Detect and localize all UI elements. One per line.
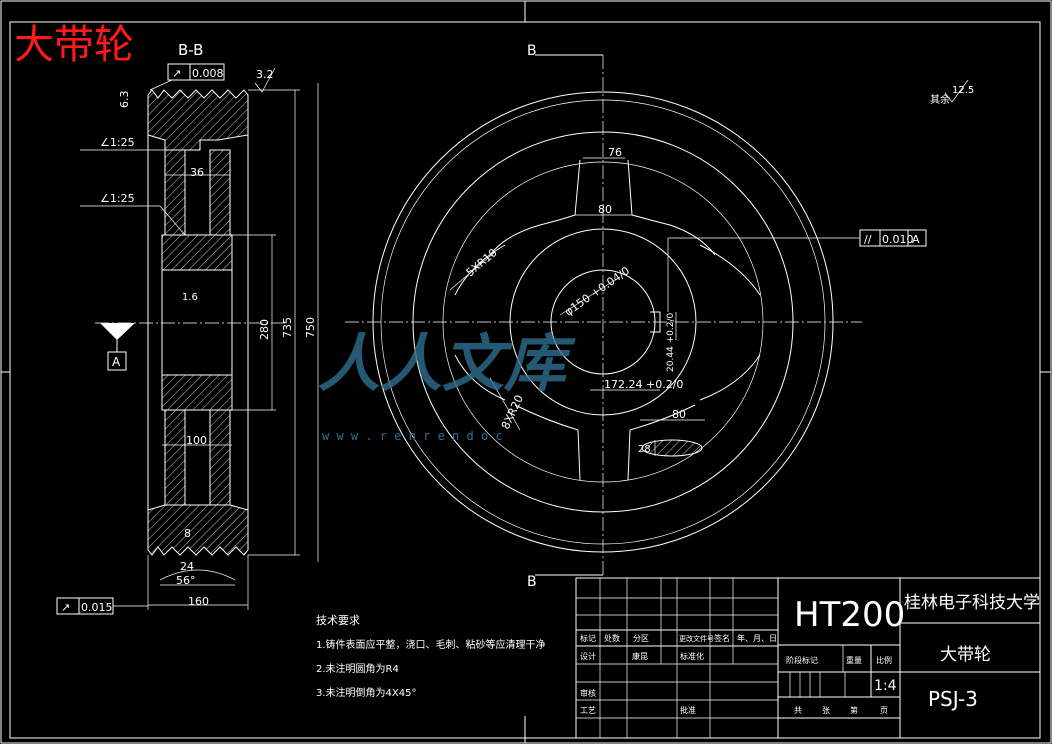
dim-bore-rough: 1.6 [182,292,198,303]
dim-750: 750 [304,317,317,338]
material: HT200 [794,595,905,635]
weight-label: 重量 [846,655,862,665]
drawing-name: 大带轮 [940,645,991,665]
section-label: B-B [178,41,203,59]
front-view [345,54,969,576]
watermark-logo: 人人文库 [318,327,576,400]
dim-76: 76 [608,146,622,159]
taper-1: ∠1:25 [100,136,135,149]
groove-roughness: 6.3 [118,91,131,109]
taper-2: ∠1:25 [100,192,135,205]
approve-label: 批准 [680,705,696,715]
process-label: 工艺 [580,706,596,715]
tech-req-item-2: 2.未注明圆角为R4 [316,662,399,675]
cut-mark-bottom: B [527,574,537,590]
title-block [575,577,1041,739]
datum-a-label: A [112,355,121,369]
watermark-url: w w w . r e n r e n d o c [322,429,503,443]
dim-24: 24 [180,560,194,573]
dim-735: 735 [281,317,294,338]
other-roughness-value: 12.5 [952,85,974,96]
dim-5xr10: 5XR10 [464,246,500,279]
bottom-runout-value: 0.015 [81,601,113,614]
cut-mark-top: B [527,43,537,59]
tech-req-item-1: 1.铸件表面应平整，浇口、毛刺、粘砂等应清理干净 [316,638,546,651]
scale-label: 比例 [876,655,892,665]
stage-label: 阶段标记 [786,655,818,665]
dim-28: 28 [638,444,651,455]
row-label-zone: 分区 [633,634,649,643]
dim-80-bottom: 80 [672,408,686,421]
section-view [56,63,319,615]
parallel-datum: A [912,233,920,246]
tech-req-item-3: 3.未注明倒角为4X45° [316,686,416,699]
dim-36: 36 [190,166,204,179]
runout-symbol-icon: ↗ [172,67,181,80]
dim-56deg: 56° [176,574,196,587]
dim-280: 280 [258,319,271,340]
dim-8: 8 [184,527,191,540]
review-label: 审核 [580,688,596,698]
tech-req-title: 技术要求 [316,614,360,627]
dim-bore-dia: φ150 +0.04/0 [562,264,632,318]
part-title: 大带轮 [14,22,134,68]
row-label-doc: 更改文件号 [679,634,714,643]
scale-value: 1:4 [874,678,897,694]
drawing-number: PSJ-3 [928,687,978,711]
row-label-count: 处数 [604,633,620,643]
other-roughness-note: 其余 [930,93,950,106]
dim-keyway-depth: 20.44 +0.2/0 [666,312,676,372]
dim-100: 100 [186,434,207,447]
sheet-no-label: 第 [850,705,858,715]
dim-80-top: 80 [598,203,612,216]
row-label-sign: 签名 [714,633,730,643]
sheet-page-label: 页 [880,706,888,715]
sheet-total-label: 共 [794,706,802,715]
sheet-unit-label: 张 [822,706,830,715]
parallel-value: 0.010 [882,233,914,246]
dim-172: 172.24 +0.2/0 [604,378,683,391]
std-label: 标准化 [680,651,704,661]
designer-name: 康昆 [632,651,648,661]
top-runout-value: 0.008 [192,67,224,80]
parallel-symbol-icon: // [864,233,872,246]
design-label: 设计 [580,651,596,661]
row-label-mark: 标记 [580,633,596,643]
dim-160: 160 [188,595,209,608]
runout-symbol-icon: ↗ [61,601,70,614]
top-roughness: 3.2 [256,68,274,81]
row-label-date: 年、月、日 [737,633,777,643]
school-name: 桂林电子科技大学 [904,593,1040,613]
